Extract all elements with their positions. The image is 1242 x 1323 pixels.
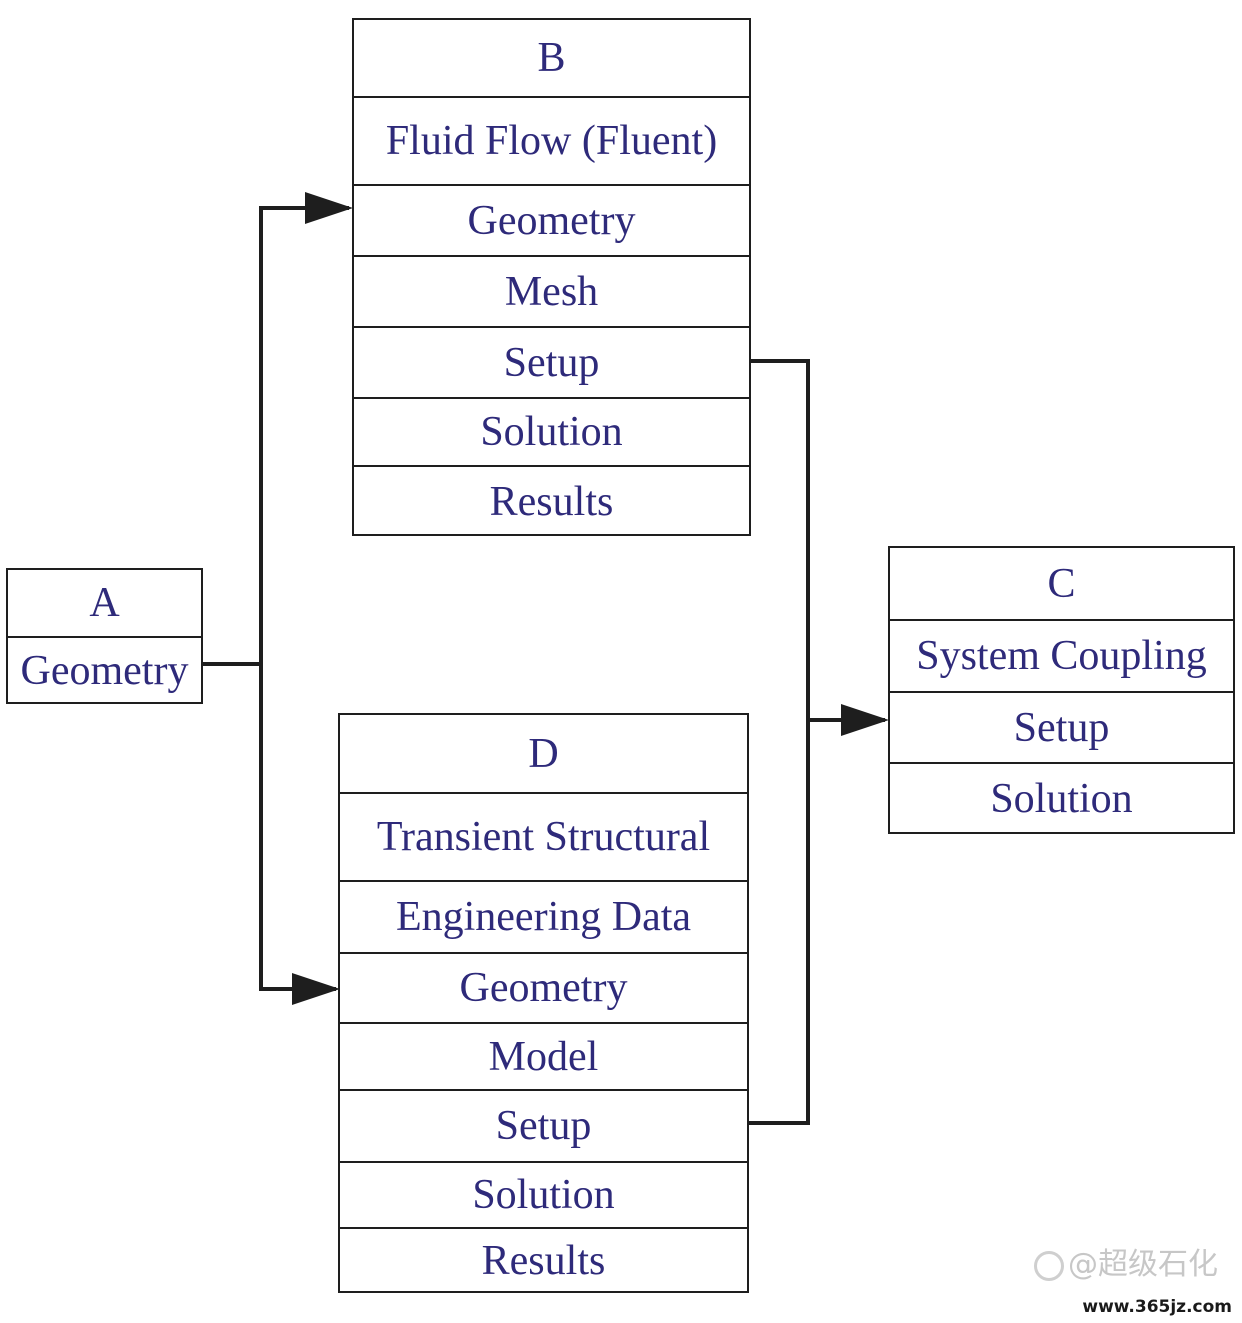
block-b-mesh: Mesh [354,255,749,326]
block-b: B Fluid Flow (Fluent) Geometry Mesh Setu… [352,18,751,536]
block-d-id: D [528,730,559,777]
block-b-solution: Solution [354,397,749,465]
block-b-id: B [537,35,566,81]
block-a: A Geometry [6,568,203,704]
block-c-setup: Setup [890,691,1233,762]
block-d-setup: Setup [340,1089,747,1161]
block-d-engineering-data: Engineering Data [340,880,747,952]
block-b-geometry: Geometry [354,184,749,255]
block-d-geometry: Geometry [340,952,747,1022]
block-b-fluid-flow: Fluid Flow (Fluent) [354,96,749,184]
block-b-setup: Setup [354,326,749,397]
watermark: @超级石化 [1034,1239,1218,1283]
block-c: C System Coupling Setup Solution [888,546,1235,834]
block-a-geometry: Geometry [8,636,201,704]
block-c-id: C [1047,560,1076,607]
block-d-transient-structural: Transient Structural [340,792,747,880]
edge-d-setup-to-c [748,720,810,1125]
block-d: D Transient Structural Engineering Data … [338,713,749,1293]
block-c-solution: Solution [890,762,1233,834]
edge-b-setup-to-c [750,359,889,736]
watermark-url: www.365jz.com [1082,1297,1232,1317]
block-a-id: A [89,580,120,626]
block-d-solution: Solution [340,1161,747,1227]
block-d-results: Results [340,1227,747,1293]
watermark-logo-icon [1034,1250,1064,1281]
block-b-results: Results [354,465,749,536]
block-d-model: Model [340,1022,747,1089]
edge-a-to-d-geometry [259,664,340,1005]
edge-a-to-b-geometry [201,192,353,666]
watermark-text: @超级石化 [1068,1247,1218,1282]
block-c-system-coupling: System Coupling [890,619,1233,691]
